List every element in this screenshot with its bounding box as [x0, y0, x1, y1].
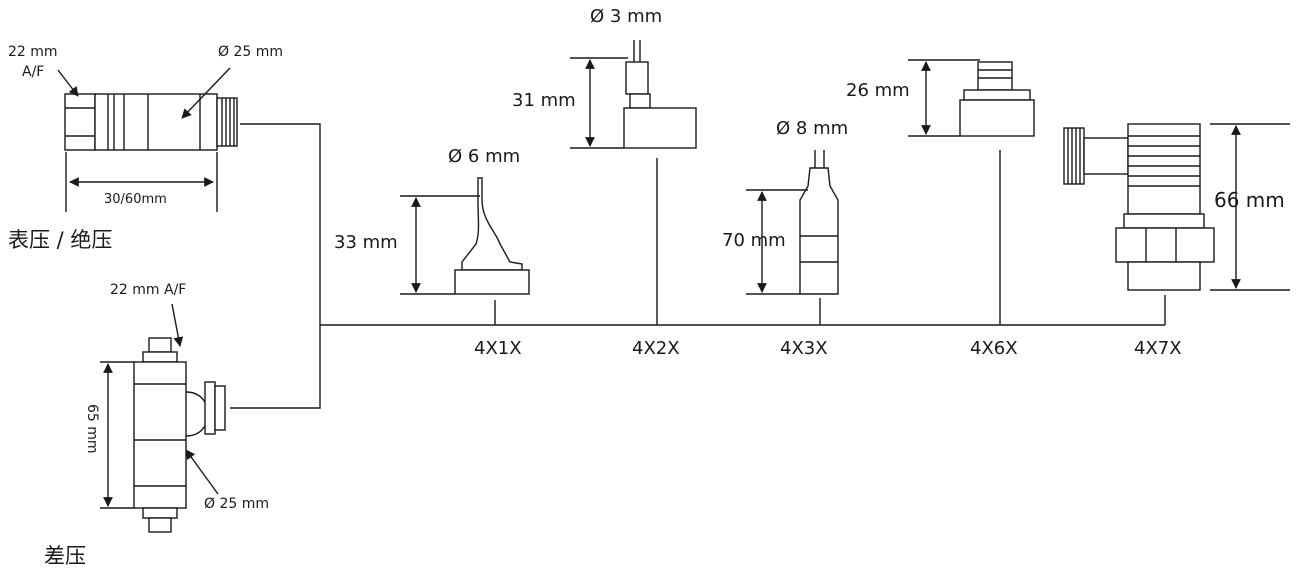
model-4x3x-height-label: 70 mm: [722, 230, 786, 251]
model-label-4x1x: 4X1X: [474, 338, 522, 359]
gauge-length-label: 30/60mm: [104, 192, 167, 207]
model-label-4x6x: 4X6X: [970, 338, 1018, 359]
model-4x7x-height-label: 66 mm: [1214, 188, 1285, 212]
connector-lines: [230, 123, 1166, 409]
model-4x7x-drawing: [1063, 123, 1290, 291]
model-4x6x-drawing: [908, 59, 1035, 137]
gauge-caption: 表压 / 绝压: [8, 228, 113, 252]
gauge-af-unit-label: A/F: [22, 64, 45, 80]
model-4x2x-diameter-label: Ø 3 mm: [590, 6, 663, 27]
diff-height-label: 65 mm: [84, 404, 100, 454]
gauge-absolute-sensor: [57, 67, 238, 212]
model-4x6x-height-label: 26 mm: [846, 80, 910, 101]
gauge-af-label: 22 mm: [8, 44, 58, 60]
model-4x2x-drawing: [570, 40, 697, 149]
diff-af-label: 22 mm A/F: [110, 282, 187, 298]
diff-caption: 差压: [44, 544, 86, 568]
model-4x3x-drawing: [746, 150, 839, 295]
diff-diameter-label: Ø 25 mm: [204, 496, 270, 512]
gauge-diameter-label: Ø 25 mm: [218, 44, 284, 60]
differential-sensor: [100, 303, 226, 533]
model-label-4x7x: 4X7X: [1134, 338, 1182, 359]
model-4x1x-height-label: 33 mm: [334, 232, 398, 253]
model-4x1x-drawing: [400, 177, 530, 295]
model-4x1x-diameter-label: Ø 6 mm: [448, 146, 521, 167]
model-4x2x-height-label: 31 mm: [512, 90, 576, 111]
model-label-4x2x: 4X2X: [632, 338, 680, 359]
model-label-4x3x: 4X3X: [780, 338, 828, 359]
model-4x3x-diameter-label: Ø 8 mm: [776, 118, 849, 139]
